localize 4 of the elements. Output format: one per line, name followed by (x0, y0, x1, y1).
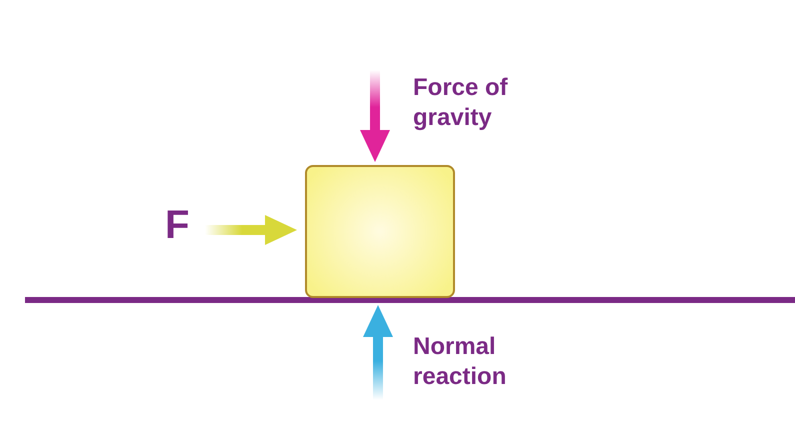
force-label: Normal reaction (413, 332, 508, 392)
force-label: F (165, 202, 190, 249)
force-label: Force of gravity (413, 73, 509, 133)
block (305, 165, 455, 298)
